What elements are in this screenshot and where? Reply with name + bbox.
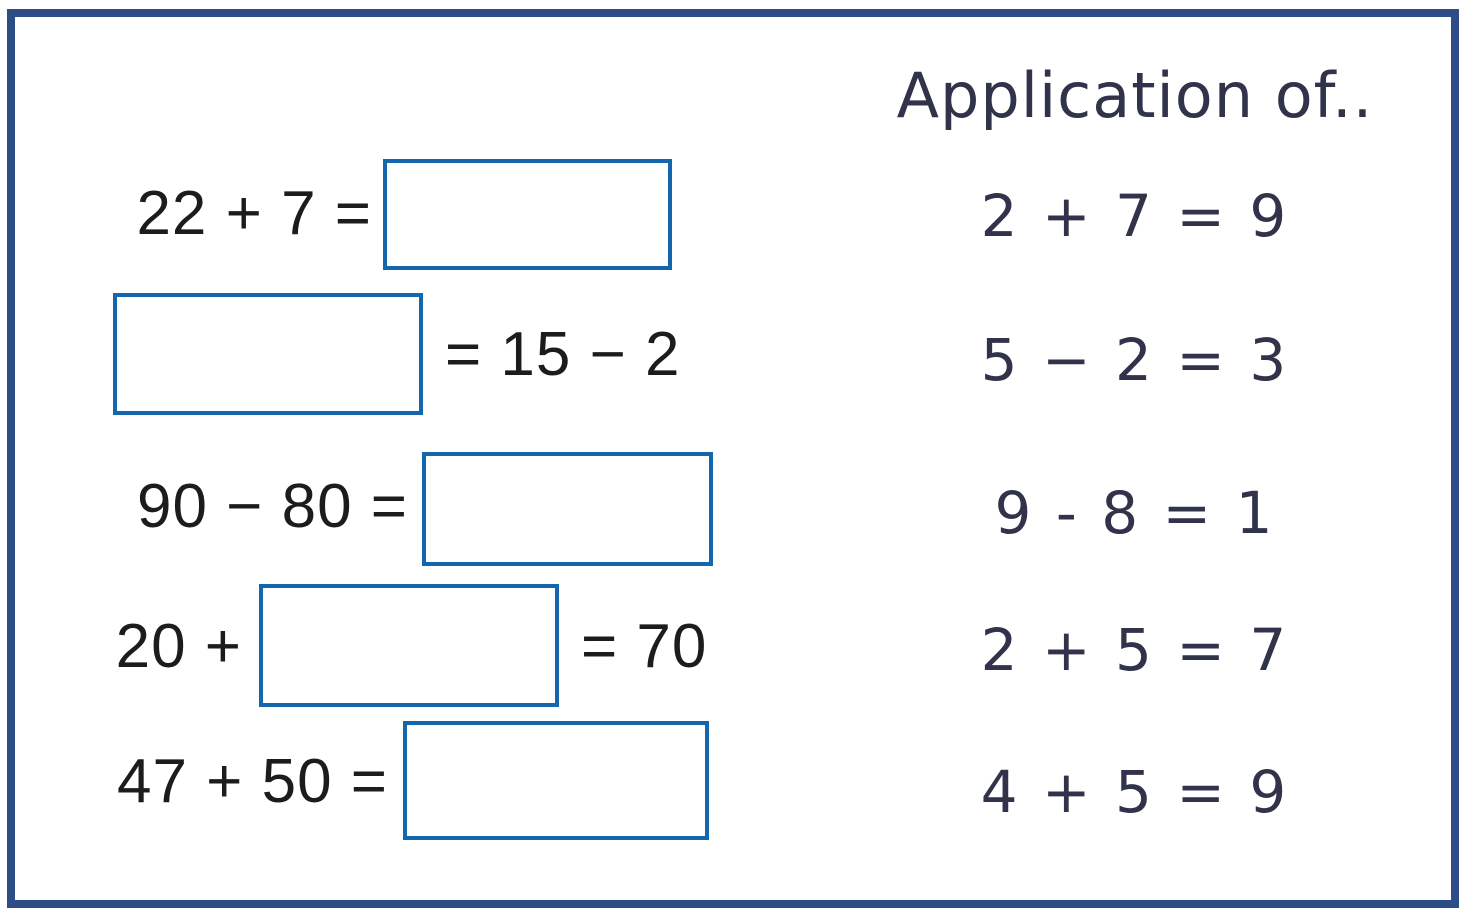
problem-3-label: 90 − 80 =: [136, 472, 408, 541]
answer-box-1[interactable]: [383, 159, 672, 270]
application-fact-4: 2 + 5 = 7: [980, 616, 1290, 684]
problem-1-label: 22 + 7 =: [136, 179, 372, 248]
application-fact-5: 4 + 5 = 9: [980, 758, 1290, 826]
answer-box-5[interactable]: [403, 721, 709, 840]
application-fact-3: 9 - 8 = 1: [994, 479, 1276, 547]
answer-box-3[interactable]: [422, 452, 713, 566]
answer-box-2[interactable]: [113, 293, 423, 415]
problem-2-label: = 15 − 2: [445, 320, 681, 389]
problem-4-label-suffix: = 70: [581, 612, 708, 681]
application-fact-1: 2 + 7 = 9: [980, 182, 1290, 250]
applications-header: Application of..: [896, 59, 1374, 132]
answer-box-4[interactable]: [259, 584, 559, 707]
application-fact-2: 5 − 2 = 3: [980, 326, 1290, 394]
worksheet-border: [7, 9, 1459, 908]
problem-4-label-prefix: 20 +: [115, 612, 242, 681]
problem-5-label: 47 + 50 =: [116, 747, 388, 816]
